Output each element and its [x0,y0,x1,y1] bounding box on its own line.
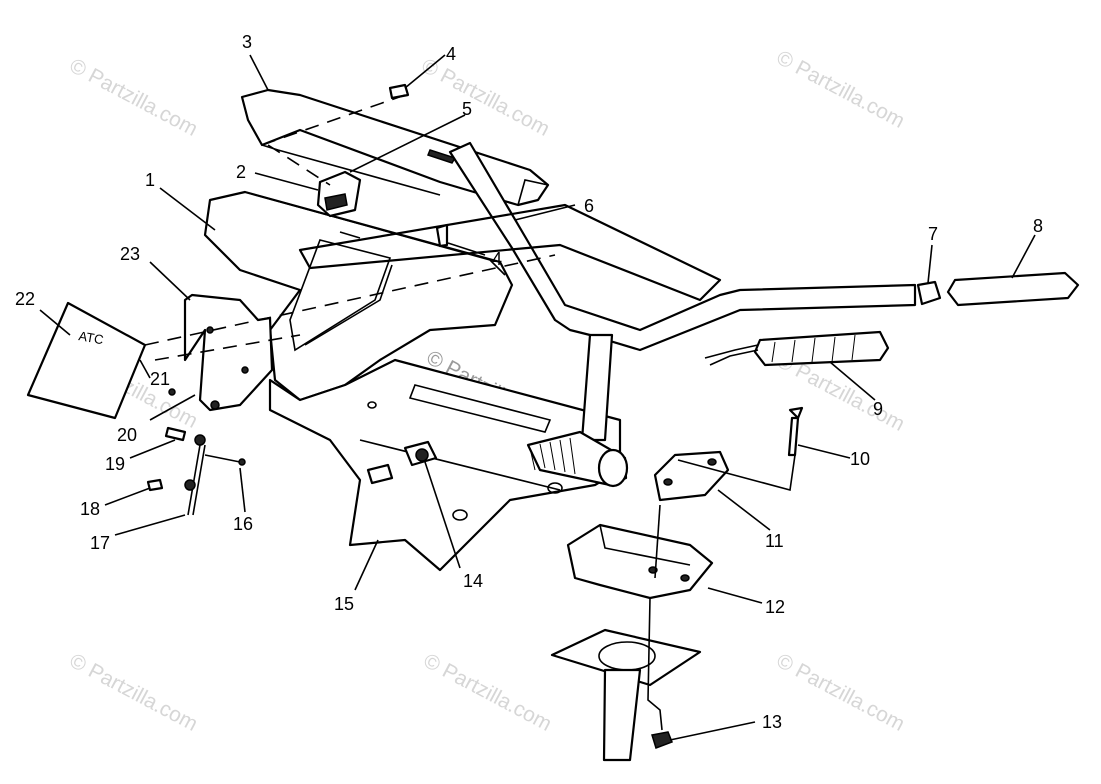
callout-9: 9 [873,399,883,419]
callout-22: 22 [15,289,35,309]
callout-13: 13 [762,712,782,732]
part-8-grip [946,271,1080,307]
callout-10: 10 [850,449,870,469]
part-14-fastener [366,440,438,485]
callout-12: 12 [765,597,785,617]
watermark-bottom-center: © Partzilla.com [420,649,556,736]
callout-5: 5 [462,99,472,119]
steering-post [550,628,702,762]
part-10-bolt [787,406,804,457]
callout-3: 3 [242,32,252,52]
callout-21: 21 [150,369,170,389]
callout-17: 17 [90,533,110,553]
callout-8: 8 [1033,216,1043,236]
watermark-top-right: © Partzilla.com [773,46,909,133]
callout-11: 11 [765,531,784,551]
part-12-lower-clamp [566,523,714,600]
part-7-bar-end [916,280,942,306]
part-9-heated-grip [704,330,890,367]
callouts: 1 2 3 4 5 6 4 7 8 9 10 11 12 13 14 15 16… [15,32,1043,732]
callout-19: 19 [105,454,125,474]
small-hardware [146,388,246,516]
part-2-switch [316,170,362,218]
callout-23: 23 [120,244,140,264]
part-22-plate: ATC [26,301,147,420]
callout-6: 6 [584,196,594,216]
part-11-upper-clamp [653,450,730,502]
watermark-bottom-left: © Partzilla.com [66,649,202,736]
plate-marking: ATC [77,328,104,347]
callout-15: 15 [334,594,354,614]
part-23-bracket [183,293,274,412]
callout-14: 14 [463,571,483,591]
callout-7: 7 [928,224,938,244]
part-6-handlebar [298,141,917,488]
assembly-lines [144,94,796,731]
callout-2: 2 [236,162,246,182]
callout-4-mid: 4 [492,249,502,269]
watermark-top-left: © Partzilla.com [66,54,202,141]
part-13-nut [651,731,673,749]
callout-1: 1 [145,170,155,190]
watermark-bottom-right: © Partzilla.com [773,649,909,736]
part-15-lower-panel [268,358,622,572]
leader-lines [39,54,1036,741]
callout-16: 16 [233,514,253,534]
callout-18: 18 [80,499,100,519]
callout-4-top: 4 [446,44,456,64]
callout-20: 20 [117,425,137,445]
